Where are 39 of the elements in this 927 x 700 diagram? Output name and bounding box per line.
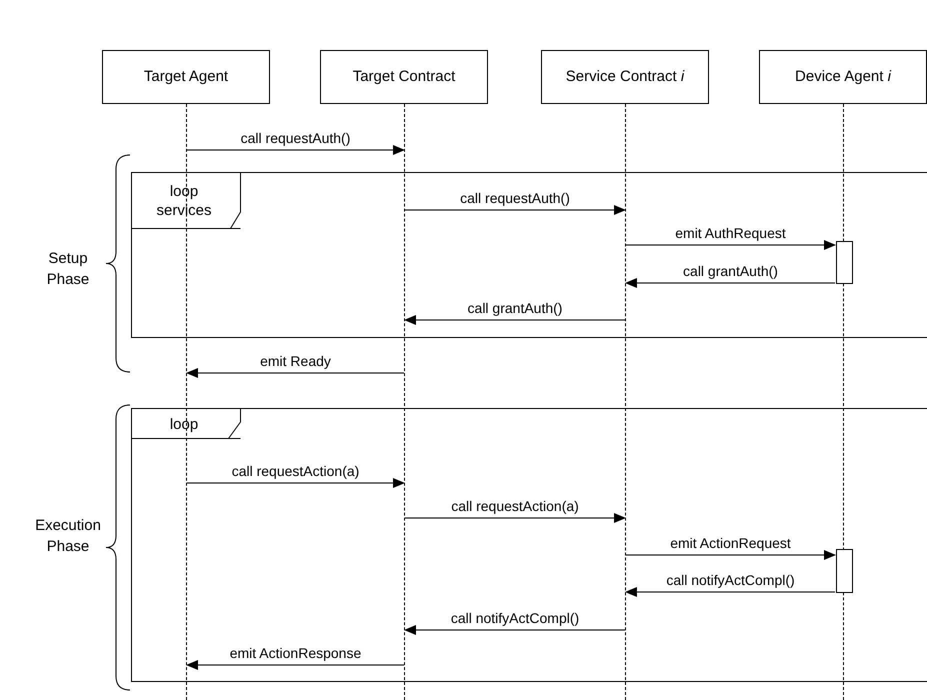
edge-label: emit ActionResponse [230, 645, 362, 661]
message-arrow [186, 368, 404, 378]
message-arrow [625, 278, 836, 288]
frame-label: loop services [155, 182, 212, 220]
participant-box: Target Agent [102, 50, 270, 104]
edge-label: emit Ready [260, 353, 331, 369]
lifeline [625, 104, 626, 700]
participant-box: Service Contract i [541, 50, 709, 104]
edge-label: emit AuthRequest [675, 225, 786, 241]
message-arrow [625, 587, 836, 597]
message-arrow [404, 513, 626, 523]
message-arrow [626, 240, 836, 250]
loop-frame [131, 172, 927, 338]
message-arrow [186, 145, 405, 155]
edge-label: call requestAction(a) [451, 498, 579, 514]
edge-label: call requestAction(a) [232, 463, 360, 479]
edge-label: call grantAuth() [468, 300, 562, 316]
frame-label: loop [170, 414, 198, 434]
message-arrow [404, 625, 626, 635]
phase-label: Setup Phase [46, 249, 90, 290]
edge-label: call grantAuth() [683, 263, 778, 279]
edge-label: call requestAuth() [460, 190, 570, 206]
edge-label: emit ActionRequest [670, 535, 791, 551]
loop-frame [131, 408, 927, 682]
activation-bar [836, 241, 853, 284]
message-arrow [626, 550, 836, 560]
lifeline [404, 104, 405, 700]
lifeline [186, 104, 187, 700]
participant-box: Device Agent i [759, 50, 927, 104]
message-arrow [186, 478, 405, 488]
phase-label: Execution Phase [34, 516, 102, 557]
edge-label: call notifyActCompl() [450, 610, 580, 626]
message-arrow [404, 315, 626, 325]
message-arrow [186, 660, 404, 670]
participant-box: Target Contract [320, 50, 488, 104]
message-arrow [404, 205, 626, 215]
edge-label: call notifyActCompl() [666, 572, 795, 588]
activation-bar [836, 549, 853, 593]
edge-label: call requestAuth() [240, 130, 350, 146]
